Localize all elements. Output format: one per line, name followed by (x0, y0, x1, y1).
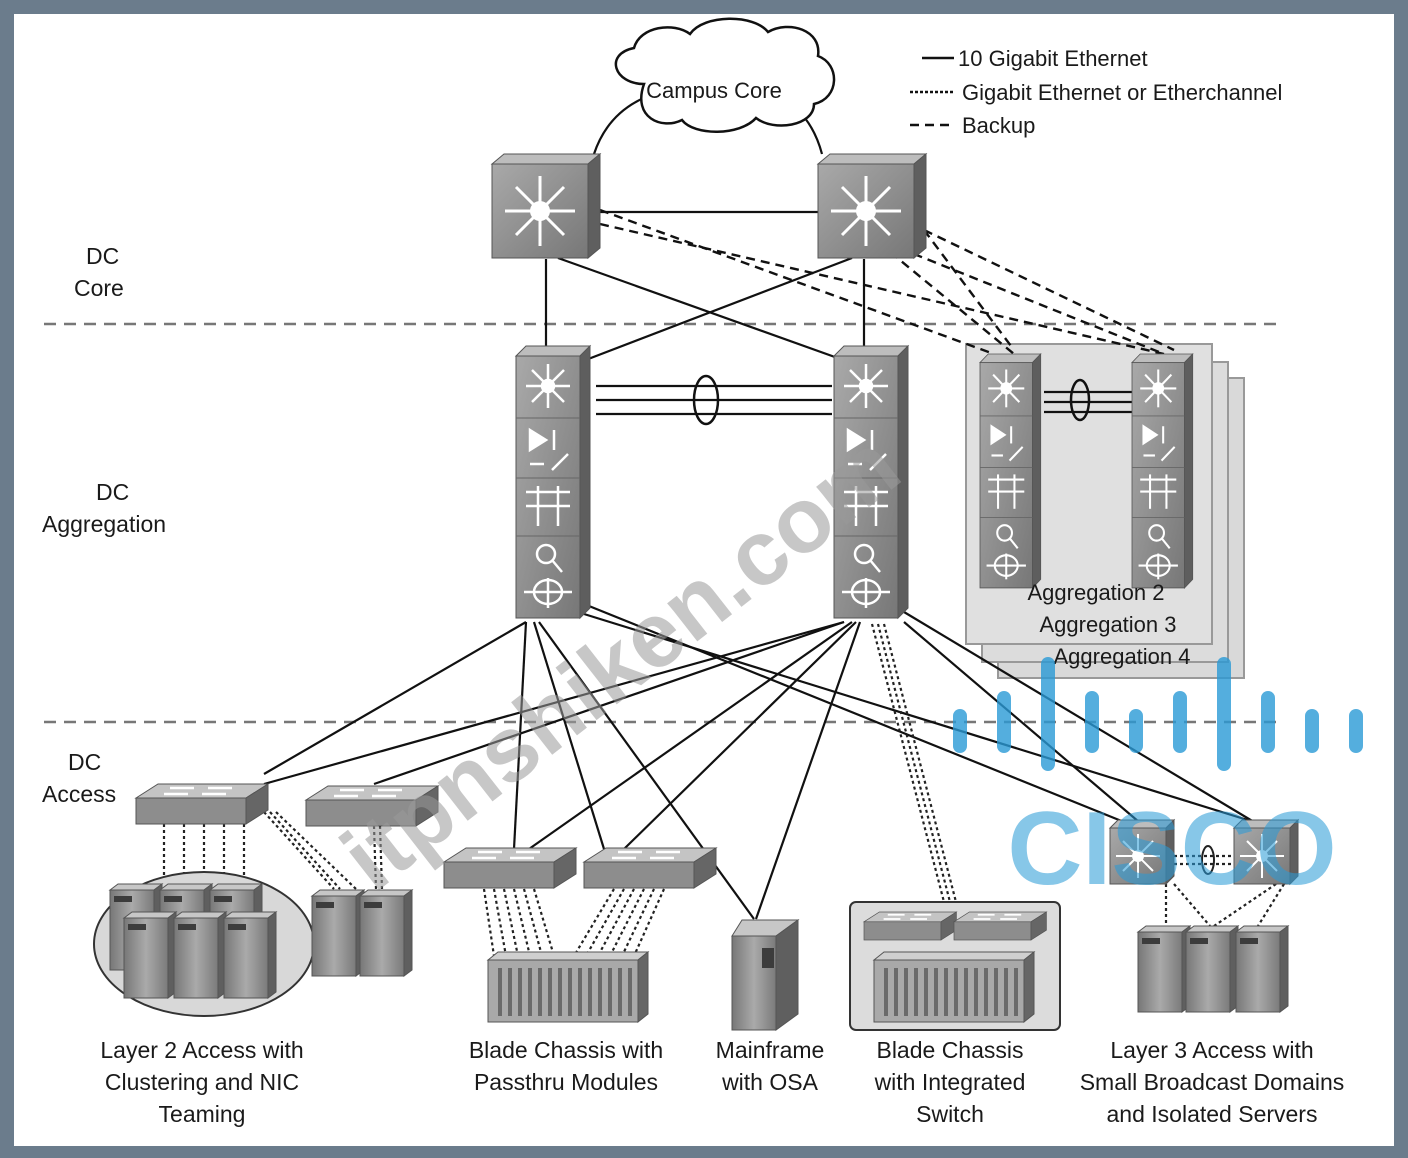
layer-core-line2: Core (74, 275, 124, 301)
caption-l2-line1: Layer 2 Access with (100, 1037, 303, 1063)
cluster-server-5 (173, 911, 227, 999)
l3-server-3 (1235, 925, 1289, 1013)
teaming-server-1 (311, 889, 365, 977)
blade-chassis-passthru (486, 950, 650, 1024)
l3-server-2 (1185, 925, 1239, 1013)
caption-mainframe-line1: Mainframe (716, 1037, 825, 1063)
legend: 10 Gigabit Ethernet Gigabit Ethernet or … (910, 46, 1282, 138)
legend-label-gige: Gigabit Ethernet or Etherchannel (962, 80, 1282, 105)
integrated-switch-2 (953, 911, 1048, 941)
caption-integrated-line3: Switch (916, 1101, 984, 1127)
caption-l3-line2: Small Broadcast Domains (1080, 1069, 1345, 1095)
watermark: itpnshiken.com (324, 414, 919, 910)
layer-aggregation-line2: Aggregation (42, 511, 166, 537)
mainframe (731, 919, 800, 1031)
caption-passthru-line2: Passthru Modules (474, 1069, 658, 1095)
aggregation-2-switch-right (1130, 352, 1194, 589)
cisco-wordmark: CISCO (1007, 791, 1336, 907)
caption-l3-access: Layer 3 Access with Small Broadcast Doma… (1080, 1037, 1345, 1127)
caption-integrated-line1: Blade Chassis (876, 1037, 1023, 1063)
passthru-switch-1 (442, 846, 578, 890)
caption-integrated-line2: with Integrated (874, 1069, 1026, 1095)
layer-access-line1: DC (68, 749, 101, 775)
l3-access-etherchannel (1201, 845, 1215, 875)
caption-blade-integrated: Blade Chassis with Integrated Switch (874, 1037, 1026, 1127)
layer-aggregation-line1: DC (96, 479, 129, 505)
l2-access-switch-1 (134, 782, 270, 826)
cluster-server-6 (223, 911, 277, 999)
dc-aggregation-switch-left (514, 344, 592, 620)
cluster-server-4 (123, 911, 177, 999)
cisco-logo: CISCO (953, 657, 1363, 907)
aggregation-4-label: Aggregation 4 (1054, 644, 1191, 669)
integrated-switch-1 (863, 911, 958, 941)
caption-l3-line1: Layer 3 Access with (1110, 1037, 1313, 1063)
diagram-canvas: Campus Core Aggregation 2 Aggregation 3 … (14, 14, 1394, 1146)
etherchannel-bundle-stack (1069, 378, 1091, 422)
caption-mainframe-line2: with OSA (721, 1069, 819, 1095)
dc-core-switch-left (490, 152, 602, 260)
dc-core-switch-right (816, 152, 928, 260)
cloud-label: Campus Core (646, 78, 782, 103)
blade-chassis-integrated (872, 950, 1036, 1024)
caption-l2-line2: Clustering and NIC (105, 1069, 299, 1095)
etherchannel-bundle-main (692, 374, 720, 426)
legend-label-backup: Backup (962, 113, 1035, 138)
passthru-switch-2 (582, 846, 718, 890)
aggregation-2-label: Aggregation 2 (1028, 580, 1165, 605)
caption-l3-line3: and Isolated Servers (1107, 1101, 1318, 1127)
caption-mainframe: Mainframe with OSA (716, 1037, 825, 1095)
layer-core-line1: DC (86, 243, 119, 269)
caption-passthru-line1: Blade Chassis with (469, 1037, 663, 1063)
caption-l2-access: Layer 2 Access with Clustering and NIC T… (100, 1037, 303, 1127)
caption-l2-line3: Teaming (159, 1101, 246, 1127)
aggregation-3-label: Aggregation 3 (1040, 612, 1177, 637)
aggregation-2-switch-left (978, 352, 1042, 589)
legend-label-10g: 10 Gigabit Ethernet (958, 46, 1148, 71)
layer-access-line2: Access (42, 781, 116, 807)
backup-links (599, 208, 1175, 356)
l3-server-1 (1137, 925, 1191, 1013)
network-diagram: Campus Core Aggregation 2 Aggregation 3 … (42, 17, 1363, 1127)
caption-blade-passthru: Blade Chassis with Passthru Modules (469, 1037, 663, 1095)
campus-core-cloud: Campus Core (614, 17, 836, 133)
